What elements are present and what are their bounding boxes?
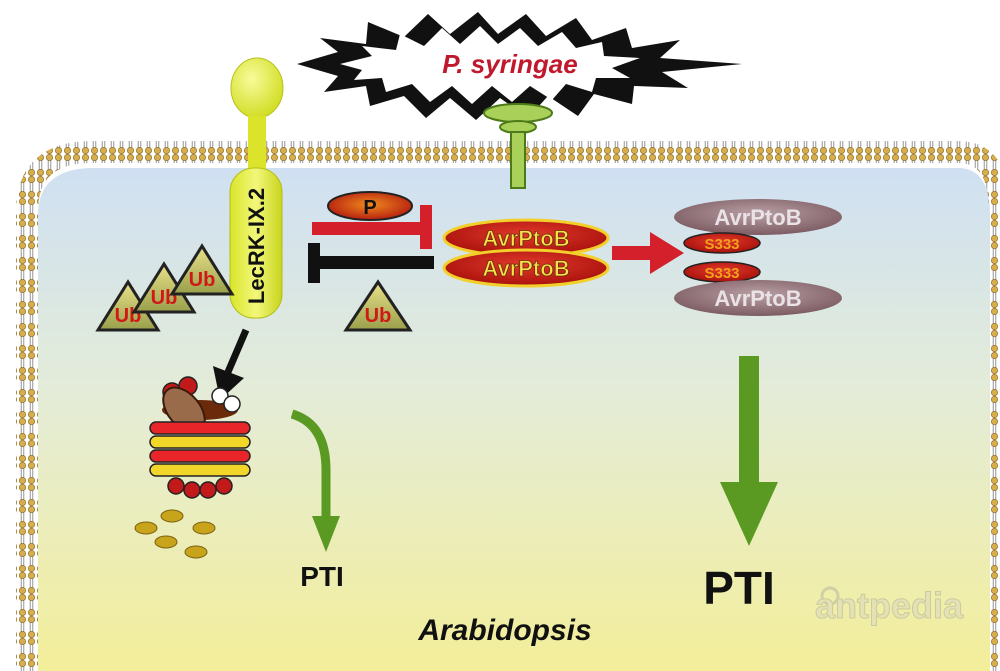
plasma-membrane	[16, 141, 1000, 671]
ubiquitin-label: Ub	[151, 287, 178, 309]
phosphorylated-avrptob-complex: AvrPtoB S333 S333 AvrPtoB	[674, 199, 842, 316]
ubiquitin-chain: Ub Ub Ub	[95, 243, 235, 332]
pathogen-label: P. syringae	[442, 49, 577, 79]
avrptob-inactive: AvrPtoB	[674, 199, 842, 235]
proteasome-icon	[149, 376, 251, 499]
s333-phospho-site: S333	[683, 232, 761, 254]
avrptob-effector: AvrPtoB	[442, 248, 610, 288]
s333-label: S333	[704, 265, 739, 282]
lectin-domain	[230, 57, 284, 119]
pti-main-arrow	[720, 356, 778, 546]
watermark-text: antpedia	[815, 585, 964, 626]
ubiquitin-label: Ub	[365, 305, 392, 327]
organism-label: Arabidopsis	[417, 614, 591, 647]
kinase-domain	[229, 167, 283, 319]
avrptob-effector: AvrPtoB	[442, 218, 610, 258]
avrptob-label: AvrPtoB	[714, 286, 801, 311]
s333-label: S333	[704, 236, 739, 253]
ubiquitination-inhibition-bar	[308, 243, 434, 283]
phosphorylation-arrow	[612, 232, 684, 274]
phosphate-group: P	[327, 191, 413, 221]
lecrk-receptor: LecRK-IX.2	[229, 57, 284, 319]
avrptob-label: AvrPtoB	[482, 256, 569, 281]
receptor-label: LecRK-IX.2	[244, 188, 269, 304]
pti-label-right: PTI	[703, 562, 775, 614]
avrptob-inactive: AvrPtoB	[674, 280, 842, 316]
avrptob-label: AvrPtoB	[714, 205, 801, 230]
ubiquitin-tag: Ub	[169, 243, 235, 296]
phosphate-label: P	[363, 197, 376, 219]
ubiquitin-tag: Ub	[343, 279, 413, 332]
watermark: antpedia	[815, 585, 965, 627]
peptide-fragments	[134, 509, 216, 559]
phosphorylation-inhibition-bar	[312, 205, 432, 249]
avrptob-label: AvrPtoB	[482, 226, 569, 251]
effector-receptor-icon	[483, 103, 553, 189]
s333-phospho-site: S333	[683, 261, 761, 283]
ubiquitin-label: Ub	[189, 269, 216, 291]
pathogen-starburst: P. syringae	[297, 12, 742, 120]
pti-label-left: PTI	[300, 561, 344, 592]
pti-curved-arrow	[290, 409, 340, 552]
avrptob-dimer: AvrPtoB AvrPtoB	[442, 218, 610, 288]
